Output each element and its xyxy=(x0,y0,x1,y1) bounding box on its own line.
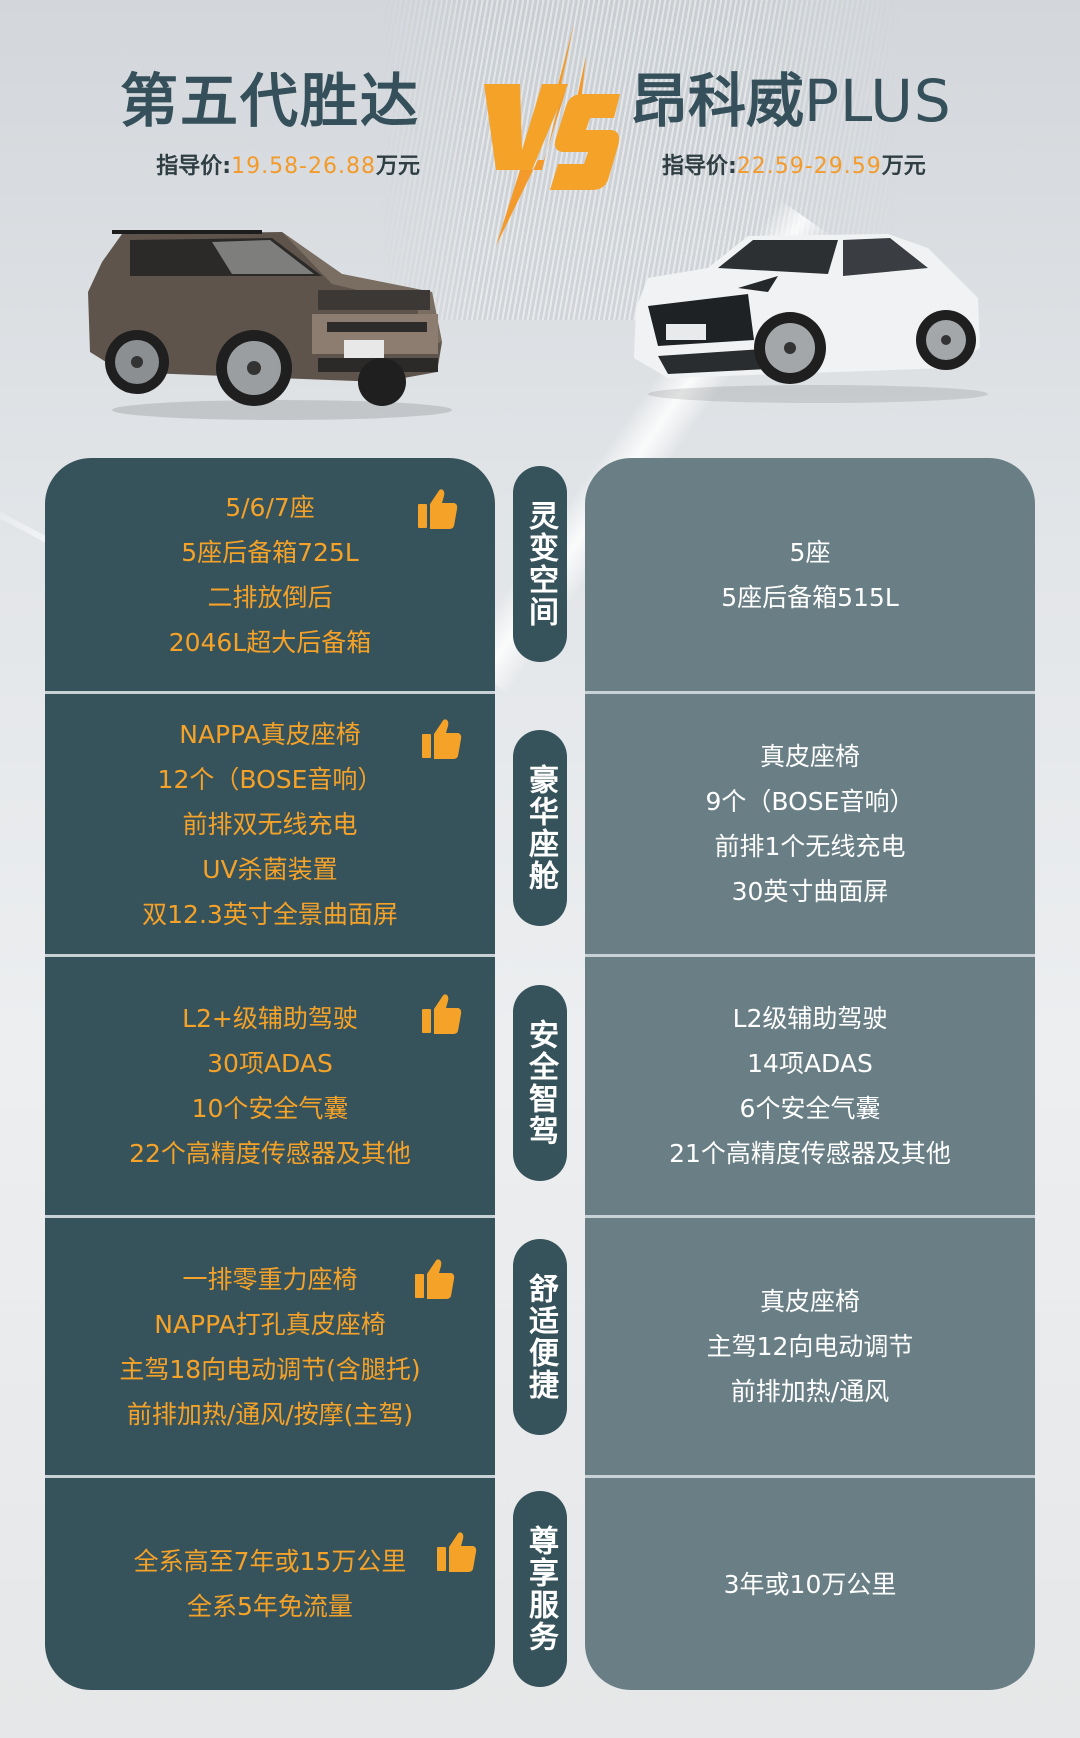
spec-line: 30项ADAS xyxy=(207,1049,333,1078)
spec-row-service-right: 3年或10万公里 xyxy=(585,1475,1035,1690)
right-title-latin: PLUS xyxy=(804,67,952,135)
category-label-text: 安全智驾 xyxy=(523,1019,558,1147)
category-label-text: 灵变空间 xyxy=(523,500,558,628)
spec-line: 12个（BOSE音响） xyxy=(157,764,383,794)
left-model-title: 第五代胜达 xyxy=(119,67,420,135)
category-label-service: 尊享服务 xyxy=(513,1491,567,1687)
spec-line: 真皮座椅 xyxy=(759,1287,860,1316)
spec-list: 真皮座椅 9个（BOSE音响） 前排1个无线充电 30英寸曲面屏 xyxy=(706,734,915,914)
spec-list: NAPPA真皮座椅 12个（BOSE音响） 前排双无线充电 UV杀菌装置 双12… xyxy=(142,712,398,937)
spec-list: L2级辅助驾驶 14项ADAS 6个安全气囊 21个高精度传感器及其他 xyxy=(669,996,951,1176)
spec-line: 2046L超大后备箱 xyxy=(168,627,372,657)
price-range: 19.58-26.88 xyxy=(231,154,376,179)
spec-line: UV杀菌装置 xyxy=(202,854,338,884)
price-unit: 万元 xyxy=(375,154,420,179)
right-car-image xyxy=(634,234,988,403)
left-car-image xyxy=(88,230,452,420)
spec-row-space-left: 5/6/7座 5座后备箱725L 二排放倒后 2046L超大后备箱 xyxy=(45,458,495,691)
right-model-title: 昂科威PLUS xyxy=(630,66,990,136)
spec-row-safety-left: L2+级辅助驾驶 30项ADAS 10个安全气囊 22个高精度传感器及其他 xyxy=(45,954,495,1215)
spec-line: 二排放倒后 xyxy=(207,582,333,612)
thumbs-up-icon xyxy=(437,1532,477,1572)
price-unit: 万元 xyxy=(881,154,926,179)
spec-row-safety-right: L2级辅助驾驶 14项ADAS 6个安全气囊 21个高精度传感器及其他 xyxy=(585,954,1035,1215)
spec-row-space-right: 5座 5座后备箱515L xyxy=(585,458,1035,691)
spec-line: NAPPA打孔真皮座椅 xyxy=(154,1309,386,1339)
spec-list: 5座 5座后备箱515L xyxy=(721,530,899,620)
spec-line: 主驾18向电动调节(含腿托) xyxy=(119,1354,421,1384)
category-label-cabin: 豪华座舱 xyxy=(513,730,567,926)
spec-line: 全系5年免流量 xyxy=(187,1592,353,1621)
price-label: 指导价: xyxy=(662,154,737,179)
spec-list: 5/6/7座 5座后备箱725L 二排放倒后 2046L超大后备箱 xyxy=(169,485,372,665)
spec-line: 真皮座椅 xyxy=(759,742,860,771)
right-model-spec-panel: 5座 5座后备箱515L 真皮座椅 9个（BOSE音响） 前排1个无线充电 30… xyxy=(585,458,1035,1690)
spec-line: 9个（BOSE音响） xyxy=(705,787,915,816)
category-label-safety: 安全智驾 xyxy=(513,985,567,1181)
left-model-spec-panel: 5/6/7座 5座后备箱725L 二排放倒后 2046L超大后备箱 NAPPA真… xyxy=(45,458,495,1690)
left-model-header: 第五代胜达 指导价:19.58-26.88万元 xyxy=(110,66,420,180)
spec-line: 前排双无线充电 xyxy=(182,809,358,839)
spec-line: 3年或10万公里 xyxy=(723,1569,897,1599)
spec-row-cabin-right: 真皮座椅 9个（BOSE音响） 前排1个无线充电 30英寸曲面屏 xyxy=(585,691,1035,954)
spec-line: 6个安全气囊 xyxy=(739,1094,881,1123)
spec-line: 22个高精度传感器及其他 xyxy=(129,1139,411,1168)
spec-list: 真皮座椅 主驾12向电动调节 前排加热/通风 xyxy=(707,1279,914,1414)
price-range: 22.59-29.59 xyxy=(736,154,882,179)
spec-line: 21个高精度传感器及其他 xyxy=(669,1139,951,1168)
thumbs-up-icon xyxy=(418,489,458,529)
price-label: 指导价: xyxy=(156,154,232,179)
spec-line: 5座后备箱515L xyxy=(721,582,899,612)
category-label-text: 舒适便捷 xyxy=(523,1273,558,1401)
spec-line: 14项ADAS xyxy=(747,1049,873,1078)
spec-line: 30英寸曲面屏 xyxy=(731,877,889,906)
spec-line: 5/6/7座 xyxy=(225,492,315,522)
spec-row-service-left: 全系高至7年或15万公里 全系5年免流量 xyxy=(45,1475,495,1690)
spec-line: 一排零重力座椅 xyxy=(182,1264,358,1294)
thumbs-up-icon xyxy=(422,719,462,759)
spec-list: 全系高至7年或15万公里 全系5年免流量 xyxy=(134,1539,407,1629)
spec-row-comfort-left: 一排零重力座椅 NAPPA打孔真皮座椅 主驾18向电动调节(含腿托) 前排加热/… xyxy=(45,1215,495,1475)
right-title-cn: 昂科威 xyxy=(630,67,805,135)
vs-lightning-icon xyxy=(484,24,620,246)
spec-line: 10个安全气囊 xyxy=(191,1094,349,1123)
spec-line: 前排加热/通风 xyxy=(730,1377,890,1406)
category-label-space: 灵变空间 xyxy=(513,466,567,662)
spec-line: 双12.3英寸全景曲面屏 xyxy=(142,899,398,929)
spec-line: L2+级辅助驾驶 xyxy=(182,1004,358,1033)
spec-line: 前排1个无线充电 xyxy=(714,832,906,861)
spec-line: 主驾12向电动调节 xyxy=(706,1332,914,1361)
category-label-comfort: 舒适便捷 xyxy=(513,1239,567,1435)
spec-line: 全系高至7年或15万公里 xyxy=(133,1547,407,1576)
thumbs-up-icon xyxy=(422,994,462,1034)
spec-row-cabin-left: NAPPA真皮座椅 12个（BOSE音响） 前排双无线充电 UV杀菌装置 双12… xyxy=(45,691,495,954)
spec-line: 5座 xyxy=(789,537,831,567)
spec-line: NAPPA真皮座椅 xyxy=(179,719,361,749)
category-label-text: 豪华座舱 xyxy=(523,764,558,892)
spec-line: 前排加热/通风/按摩(主驾) xyxy=(126,1399,414,1429)
spec-list: 一排零重力座椅 NAPPA打孔真皮座椅 主驾18向电动调节(含腿托) 前排加热/… xyxy=(119,1257,420,1437)
spec-list: 3年或10万公里 xyxy=(724,1562,897,1607)
spec-line: L2级辅助驾驶 xyxy=(732,1004,888,1033)
left-model-price: 指导价:19.58-26.88万元 xyxy=(110,148,420,180)
spec-list: L2+级辅助驾驶 30项ADAS 10个安全气囊 22个高精度传感器及其他 xyxy=(129,996,411,1176)
thumbs-up-icon xyxy=(415,1259,455,1299)
spec-row-comfort-right: 真皮座椅 主驾12向电动调节 前排加热/通风 xyxy=(585,1215,1035,1475)
right-model-price: 指导价:22.59-29.59万元 xyxy=(630,148,990,180)
category-label-text: 尊享服务 xyxy=(523,1525,558,1653)
right-model-header: 昂科威PLUS 指导价:22.59-29.59万元 xyxy=(630,66,990,180)
spec-line: 5座后备箱725L xyxy=(181,537,359,567)
